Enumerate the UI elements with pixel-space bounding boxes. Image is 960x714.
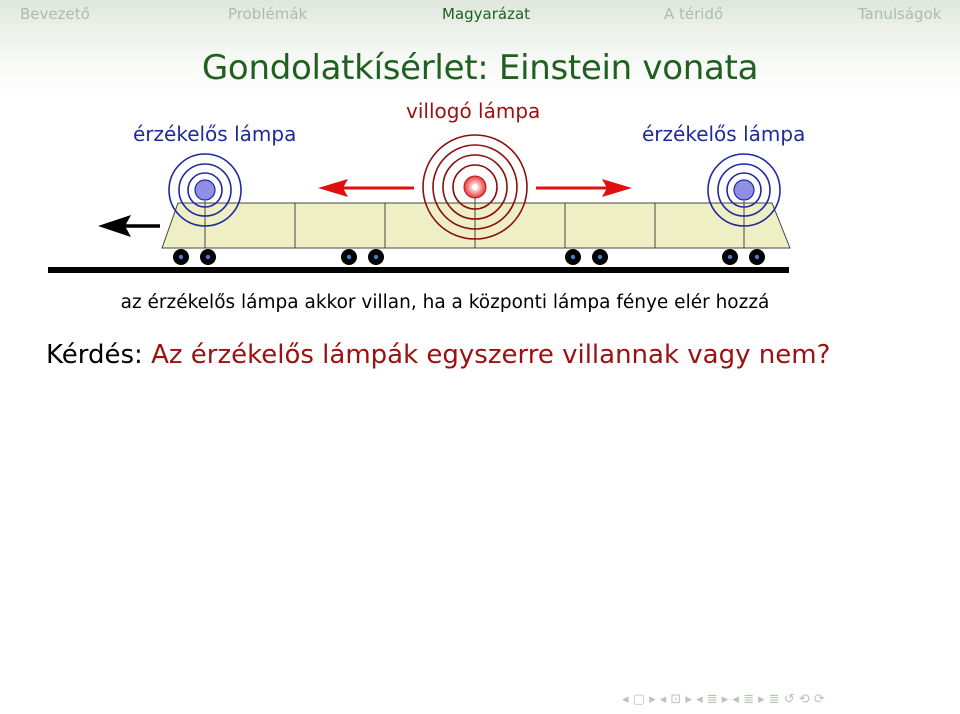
nav-item-bevezeto[interactable]: Bevezető [20, 5, 90, 23]
question-line: Kérdés: Az érzékelős lámpák egyszerre vi… [46, 340, 830, 370]
wheel [368, 249, 384, 265]
header-band [0, 0, 960, 100]
right-sensor-lamp [707, 153, 781, 248]
nav-item-magyarazat[interactable]: Magyarázat [442, 5, 531, 23]
wheel [341, 249, 357, 265]
wheel [592, 249, 608, 265]
slide-title: Gondolatkísérlet: Einstein vonata [201, 48, 759, 88]
nav-item-terido[interactable]: A téridő [664, 5, 724, 23]
question-prefix: Kérdés: [46, 340, 143, 370]
light-arrow-left [318, 179, 414, 197]
train-wheels [173, 249, 765, 265]
train-body [161, 202, 791, 249]
rail-track [48, 267, 789, 273]
figure-caption: az érzékelős lámpa akkor villan, ha a kö… [120, 292, 770, 313]
wagon-dividers [294, 203, 656, 248]
beamer-navigation-symbols[interactable]: ◂ ▢ ▸ ◂ ⊡ ▸ ◂ ≣ ▸ ◂ ≣ ▸ ≣ ↺ ⟲ ⟳ [622, 692, 825, 707]
left-sensor-lamp [168, 153, 242, 248]
section-navigation: Bevezető Problémák Magyarázat A téridő T… [0, 0, 960, 28]
label-flashing-lamp: villogó lámpa [406, 99, 541, 123]
wheel [173, 249, 189, 265]
nav-item-problemak[interactable]: Problémák [228, 5, 308, 23]
wheel [722, 249, 738, 265]
nav-item-tanulsagok[interactable]: Tanulságok [858, 5, 942, 23]
light-arrow-right [536, 179, 632, 197]
label-left-sensor-lamp: érzékelős lámpa [133, 122, 297, 146]
central-flashing-lamp [422, 134, 528, 248]
train-direction-arrow [98, 215, 160, 237]
wheel [565, 249, 581, 265]
label-right-sensor-lamp: érzékelős lámpa [642, 122, 806, 146]
einstein-train-diagram [48, 134, 791, 273]
question-text: Az érzékelős lámpák egyszerre villannak … [151, 340, 831, 370]
wheel [749, 249, 765, 265]
wheel [200, 249, 216, 265]
